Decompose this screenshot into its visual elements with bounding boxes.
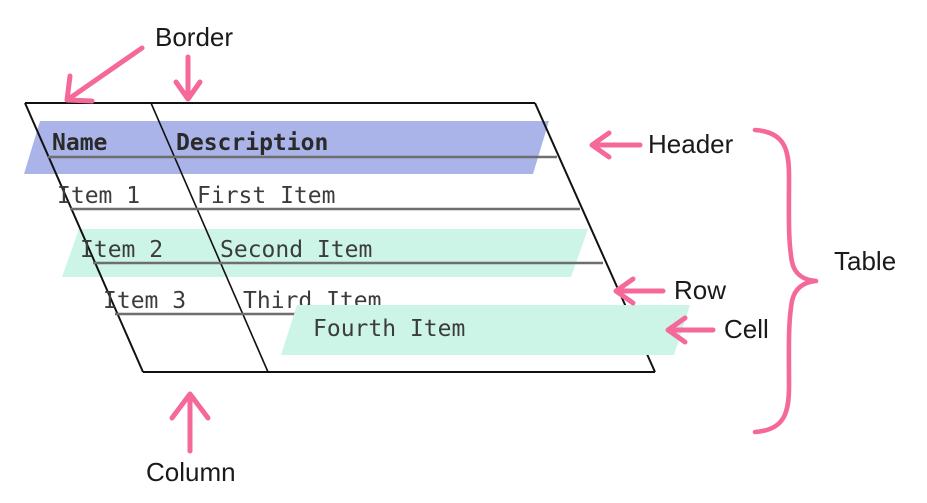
cell-row2-description: Second Item <box>220 237 373 263</box>
annotation-label-header: Header <box>648 129 734 159</box>
cell-row4-description: Fourth Item <box>313 316 466 342</box>
cell-row1-description: First Item <box>197 183 336 209</box>
header-arrow-icon <box>589 130 643 160</box>
border-arrow-down-icon <box>173 54 203 102</box>
border-arrow-left-icon <box>64 45 145 104</box>
row-highlight-band <box>62 229 588 277</box>
table-left-border <box>24 102 144 373</box>
annotation-label-row: Row <box>674 275 727 305</box>
cell-row3-name: Item 3 <box>103 288 187 314</box>
annotation-label-cell: Cell <box>724 314 769 344</box>
annotation-label-border: Border <box>155 22 234 52</box>
header-highlight-band <box>24 121 549 174</box>
header-cell-description: Description <box>176 130 329 156</box>
header-cell-name: Name <box>52 130 108 156</box>
cell-arrow-icon <box>665 315 716 345</box>
annotation-label-table: Table <box>834 246 897 276</box>
cell-row2-name: Item 2 <box>80 237 164 263</box>
column-arrow-icon <box>169 391 211 454</box>
row-arrow-icon <box>613 276 666 306</box>
annotation-label-column: Column <box>146 457 236 487</box>
cell-row1-name: Item 1 <box>57 183 141 209</box>
column-divider-border <box>150 102 269 373</box>
cell-highlight-band <box>281 305 690 355</box>
table-brace-icon <box>752 127 819 435</box>
